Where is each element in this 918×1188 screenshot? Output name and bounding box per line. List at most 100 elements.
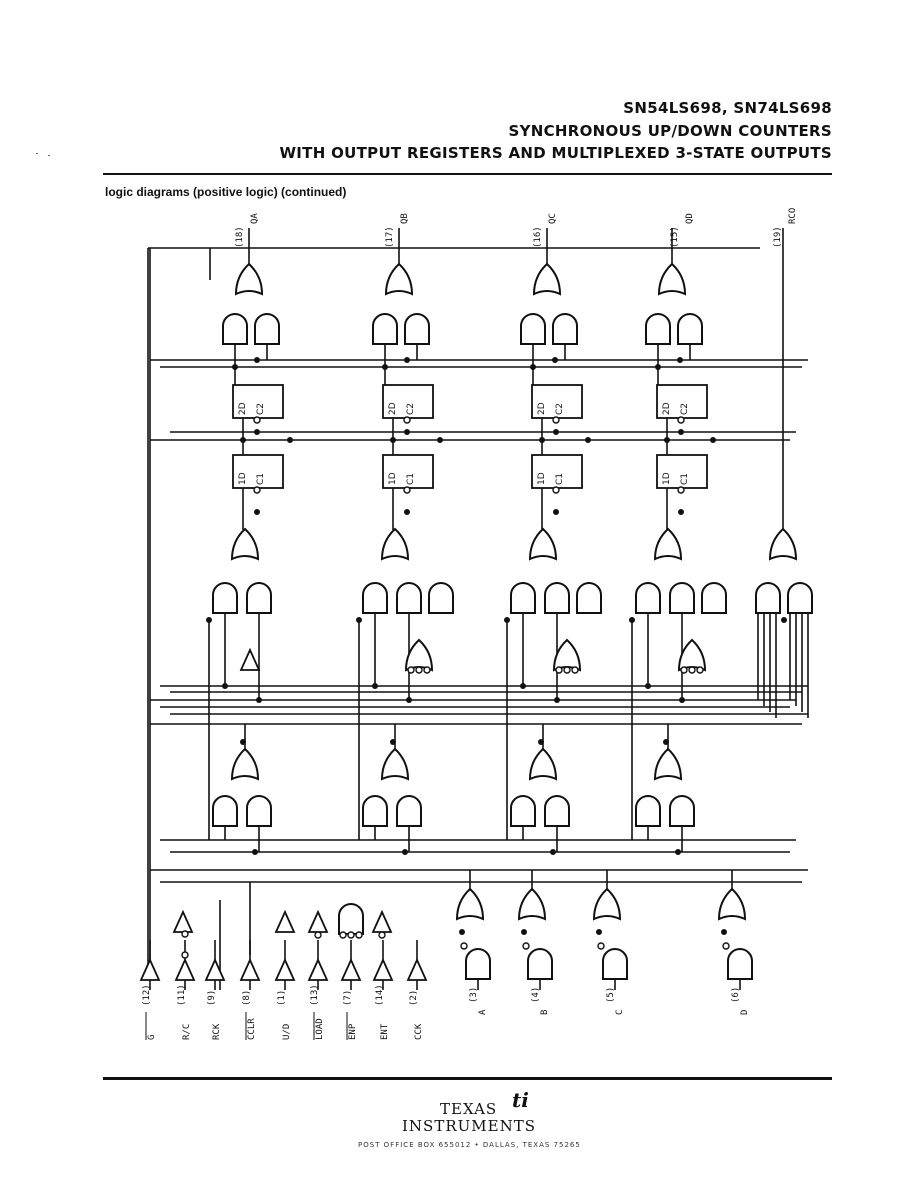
brand-texas: TEXAS [440, 1100, 498, 1118]
inverter-bubble [552, 416, 560, 424]
junction-dot [404, 357, 410, 363]
input-label-7: ENT [380, 1023, 390, 1040]
bit-c-next-state-and-gate-3 [576, 582, 602, 614]
junction-dot [206, 617, 212, 623]
input-buffer-u-d [275, 959, 295, 981]
bit-a-load-and-gate-2 [246, 795, 272, 827]
inverter-bubble [522, 942, 530, 950]
data-and-gate-1 [527, 948, 553, 980]
bit-b-output-or-gate [385, 263, 413, 295]
junction-dot [356, 617, 362, 623]
bit-c-register-2d: 2D [537, 402, 547, 415]
bit-c-next-state-or-gate [529, 528, 557, 560]
junction-dot [530, 364, 536, 370]
junction-dot [252, 849, 258, 855]
bit-b-ff-1d: 1D [388, 472, 398, 485]
data-and-gate-0 [465, 948, 491, 980]
inverter-bubble [563, 666, 571, 674]
bit-d-load-and-gate-1 [635, 795, 661, 827]
bit-d-next-state-and-gate-1 [635, 582, 661, 614]
input-pin-0: (12) [142, 984, 152, 1006]
junction-dot [678, 509, 684, 515]
junction-dot [402, 849, 408, 855]
inverter-bubble [680, 666, 688, 674]
output-pin-3: (15) [670, 226, 680, 248]
data-pin-2: (5) [606, 987, 616, 1003]
bit-d-register-2d: 2D [662, 402, 672, 415]
input-buffer-cck [407, 959, 427, 981]
bit-b-register-c2: C2 [406, 403, 416, 415]
output-pin-1: (17) [385, 226, 395, 248]
inverter-bubble [403, 416, 411, 424]
bit-a-output-and-gate-1 [222, 313, 248, 345]
secondary-buffer-load [308, 911, 328, 933]
rco-and-gate-2 [787, 582, 813, 614]
junction-dot [390, 739, 396, 745]
header-title: SYNCHRONOUS UP/DOWN COUNTERS [508, 122, 832, 140]
output-label-1: QB [400, 213, 410, 224]
bit-c-next-state-and-gate-2 [544, 582, 570, 614]
inverter-bubble [677, 486, 685, 494]
data-or-gate-2 [593, 888, 621, 920]
junction-dot [538, 739, 544, 745]
bit-c-output-and-gate-1 [520, 313, 546, 345]
bit-c-load-or-gate [529, 748, 557, 780]
junction-dot [222, 683, 228, 689]
input-buffer-enp [341, 959, 361, 981]
junction-dot [710, 437, 716, 443]
junction-dot [585, 437, 591, 443]
bit-d-next-state-and-gate-3 [701, 582, 727, 614]
inverter-bubble [571, 666, 579, 674]
data-pin-3: (6) [731, 987, 741, 1003]
inverter-bubble [722, 942, 730, 950]
bit-b-output-and-gate-1 [372, 313, 398, 345]
inverter-bubble [597, 942, 605, 950]
junction-dot [679, 697, 685, 703]
output-pin-2: (16) [533, 226, 543, 248]
input-pin-3: (8) [242, 990, 252, 1006]
section-title: logic diagrams (positive logic) (continu… [105, 185, 347, 199]
output-pin-4: (19) [773, 226, 783, 248]
junction-dot [663, 739, 669, 745]
ti-logo-icon: ti [512, 1088, 529, 1112]
bit-d-next-state-and-gate-2 [669, 582, 695, 614]
input-pin-5: (13) [310, 984, 320, 1006]
inverter-bubble [696, 666, 704, 674]
input-buffer-rck [205, 959, 225, 981]
input-pin-4: (1) [277, 990, 287, 1006]
bit-c-output-and-gate-2 [552, 313, 578, 345]
data-or-gate-3 [718, 888, 746, 920]
data-and-gate-2 [602, 948, 628, 980]
bit-b-output-and-gate-2 [404, 313, 430, 345]
junction-dot [721, 929, 727, 935]
bit-d-load-and-gate-2 [669, 795, 695, 827]
data-label-3: D [740, 1010, 750, 1015]
bit-b-load-and-gate-1 [362, 795, 388, 827]
inverter-bubble [339, 931, 347, 939]
bit-b-decode-or-gate [405, 639, 433, 671]
junction-dot [539, 437, 545, 443]
rco-or-gate [769, 528, 797, 560]
junction-dot [372, 683, 378, 689]
junction-dot [459, 929, 465, 935]
junction-dot [254, 509, 260, 515]
junction-dot [553, 429, 559, 435]
bit-a-load-and-gate-1 [212, 795, 238, 827]
junction-dot [382, 364, 388, 370]
rco-and-gate-1 [755, 582, 781, 614]
bit-d-next-state-or-gate [654, 528, 682, 560]
bit-b-next-state-and-gate-2 [396, 582, 422, 614]
junction-dot [232, 364, 238, 370]
data-pin-0: (3) [469, 987, 479, 1003]
inverter-bubble [253, 486, 261, 494]
bit-d-ff-c1: C1 [680, 473, 690, 485]
bit-c-next-state-and-gate-1 [510, 582, 536, 614]
inverter-bubble [423, 666, 431, 674]
junction-dot [254, 357, 260, 363]
junction-dot [504, 617, 510, 623]
inverter-bubble [355, 931, 363, 939]
data-or-gate-1 [518, 888, 546, 920]
secondary-buffer-ud [275, 911, 295, 933]
footer-address: POST OFFICE BOX 655012 • DALLAS, TEXAS 7… [358, 1141, 581, 1149]
